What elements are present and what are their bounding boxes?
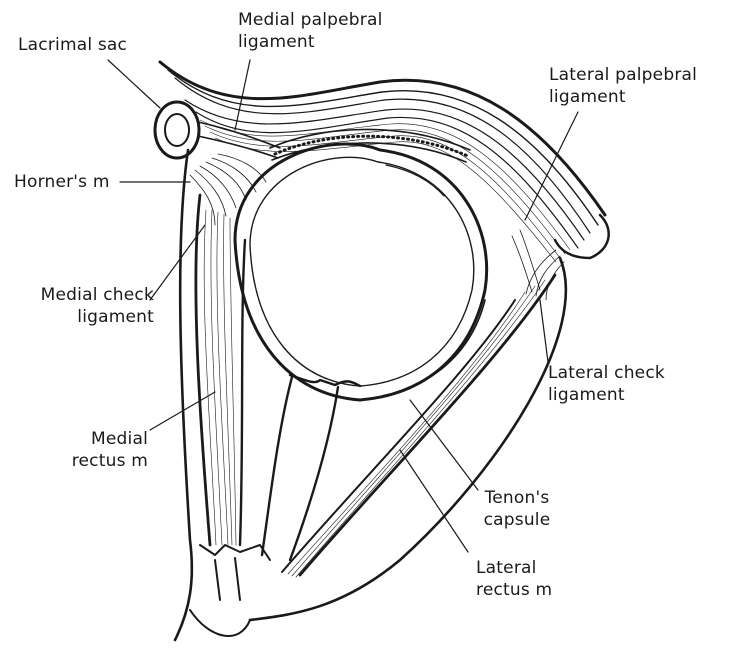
optic-nerve bbox=[262, 375, 360, 560]
tenons-capsule bbox=[360, 300, 485, 400]
lacrimal-sac bbox=[155, 102, 199, 158]
label-medial-check-ligament: Medial check ligament bbox=[8, 284, 154, 328]
horners-muscle-fibers bbox=[190, 154, 266, 225]
label-lateral-palpebral-ligament: Lateral palpebral ligament bbox=[549, 64, 697, 108]
medial-rectus-muscle bbox=[196, 195, 245, 545]
label-lateral-rectus: Lateral rectus m bbox=[476, 557, 552, 601]
medial-orbital-wall bbox=[175, 150, 192, 640]
label-horners-muscle: Horner's m bbox=[14, 171, 110, 193]
leader-lacrimal-sac bbox=[108, 60, 160, 108]
label-medial-palpebral-ligament: Medial palpebral ligament bbox=[238, 9, 383, 53]
label-lateral-check-ligament: Lateral check ligament bbox=[548, 362, 665, 406]
orbital-apex bbox=[190, 545, 270, 636]
medial-palpebral-ligament bbox=[198, 122, 280, 158]
leader-lines bbox=[108, 60, 578, 552]
label-lacrimal-sac: Lacrimal sac bbox=[18, 34, 127, 56]
label-medial-rectus: Medial rectus m bbox=[48, 428, 148, 472]
leader-lateral-check bbox=[540, 300, 548, 362]
leader-medial-palpebral bbox=[235, 60, 250, 130]
label-tenons-capsule: Tenon's capsule bbox=[472, 487, 562, 531]
upper-eyelid-contours bbox=[160, 62, 609, 258]
